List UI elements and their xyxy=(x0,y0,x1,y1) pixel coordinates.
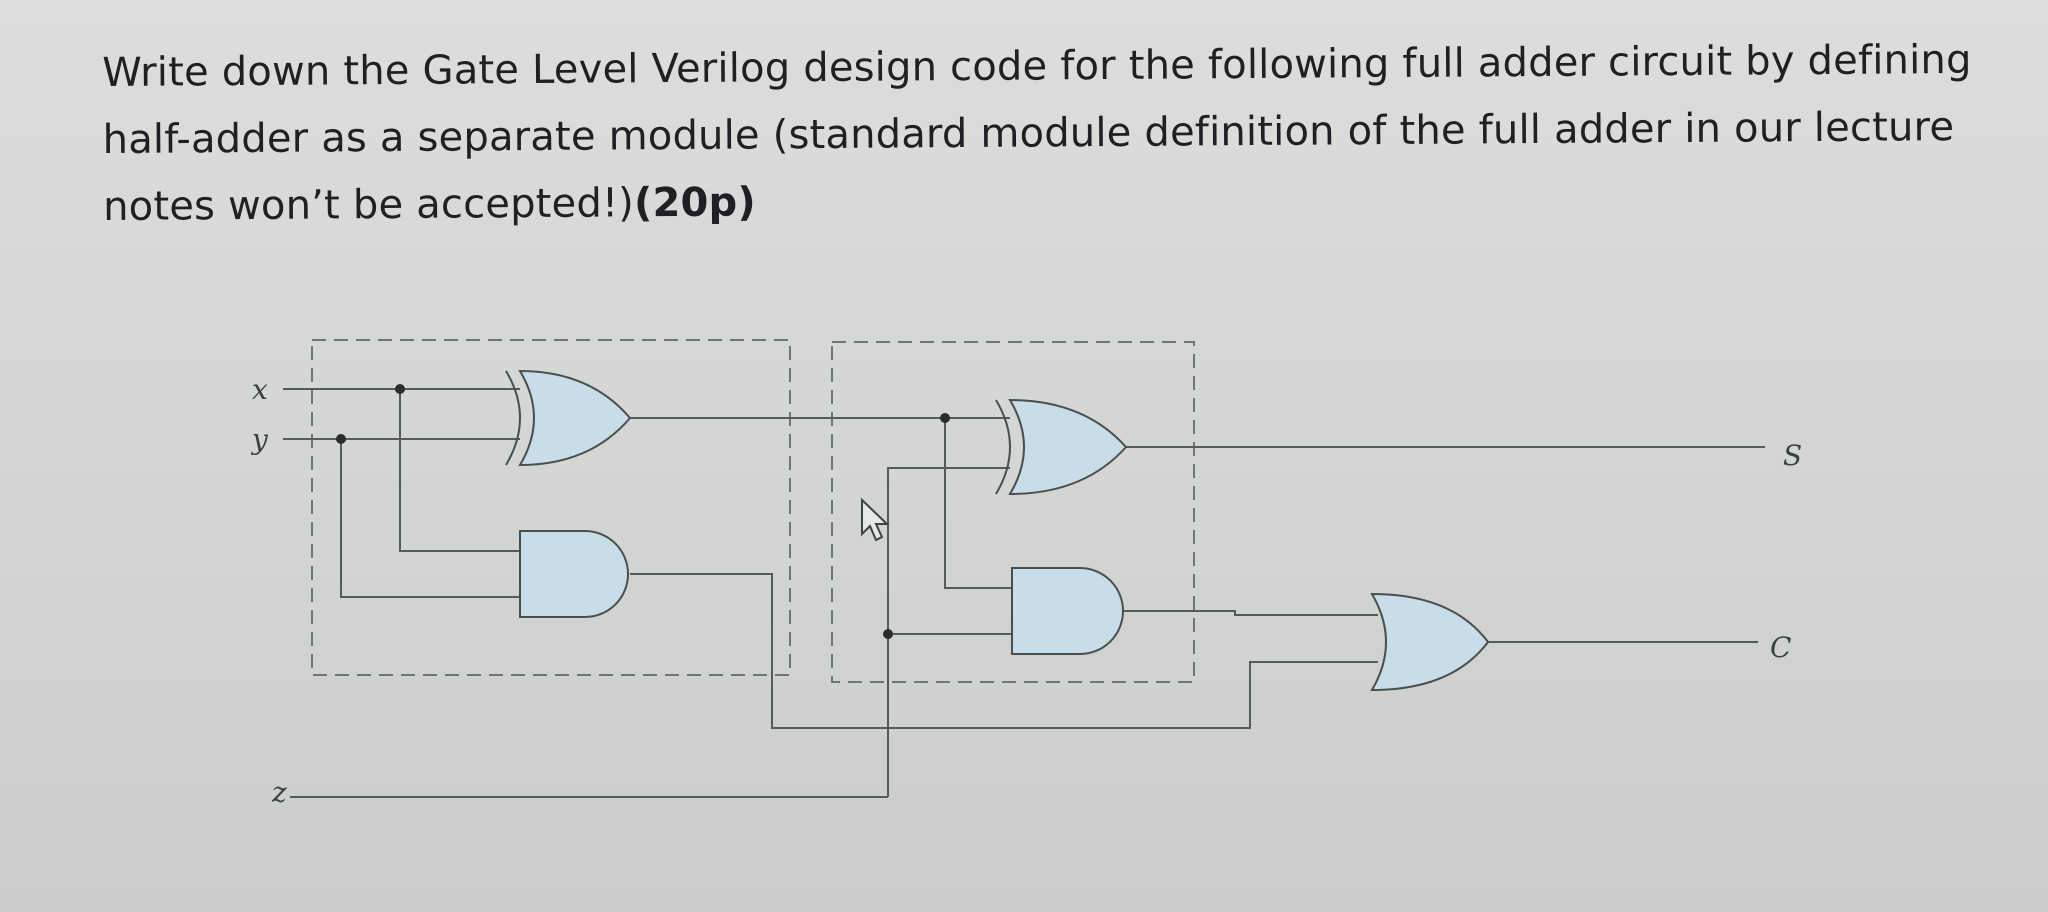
junction-z xyxy=(883,629,893,639)
xor-gate-2 xyxy=(995,398,1128,496)
and-gate-1 xyxy=(519,530,629,618)
wire-and2-out xyxy=(1124,610,1378,616)
output-s-label: S xyxy=(1783,439,1802,472)
input-x-label: x xyxy=(252,373,268,406)
half-adder-1-box xyxy=(311,339,791,676)
or-gate xyxy=(1370,592,1490,692)
wire-and1-out xyxy=(630,573,1378,729)
wire-y-branch xyxy=(340,439,520,598)
wire-x-branch xyxy=(399,389,520,552)
junction-y xyxy=(336,434,346,444)
wire-xor1-branch xyxy=(944,418,1012,589)
junction-x xyxy=(395,384,405,394)
mouse-cursor-icon xyxy=(861,497,890,542)
output-c-label: C xyxy=(1770,631,1791,664)
and-gate-2 xyxy=(1011,567,1124,655)
wire-z-up xyxy=(887,467,1010,797)
junction-xor1 xyxy=(940,413,950,423)
xor-gate-1 xyxy=(505,369,632,467)
input-y-label: y xyxy=(250,423,269,456)
half-adder-2-box xyxy=(831,341,1195,683)
input-z-label: z xyxy=(271,776,287,809)
